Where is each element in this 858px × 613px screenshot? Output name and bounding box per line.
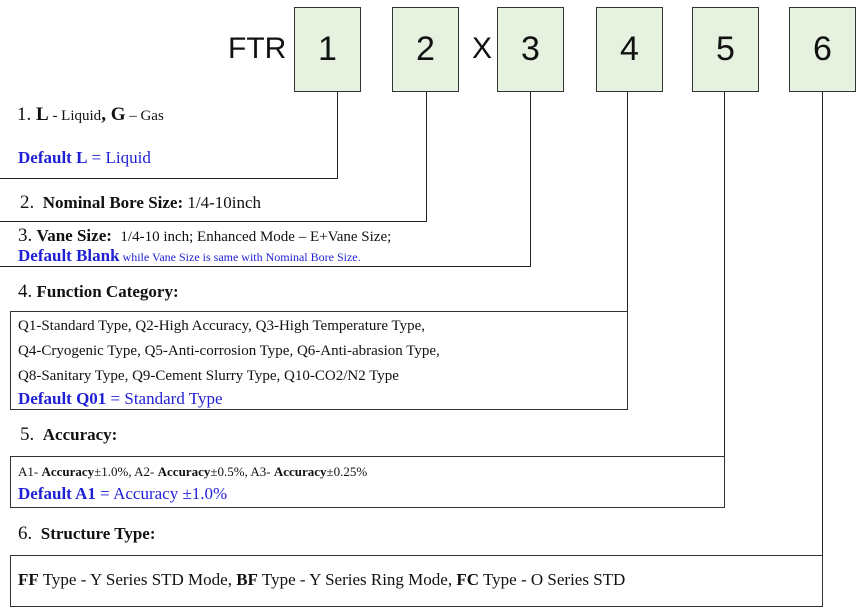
- section-1-liquid-text: - Liquid: [48, 108, 102, 124]
- structure-fc-type: Type -: [479, 570, 531, 589]
- section-2-heading: 2. Nominal Bore Size: 1/4-10inch: [20, 193, 261, 213]
- section-4-heading: 4. Function Category:: [18, 282, 179, 302]
- section-3-default-text: while Vane Size is same with Nominal Bor…: [119, 250, 361, 264]
- section-5-options: A1- Accuracy±1.0%, A2- Accuracy±0.5%, A3…: [18, 462, 367, 482]
- section-5-heading: 5. Accuracy:: [20, 425, 117, 445]
- section-4-default-label: Default Q01: [18, 389, 107, 408]
- section-1-default-label: Default L: [18, 148, 88, 167]
- section-4-default-text: = Standard Type: [106, 389, 223, 408]
- code-box-4: 4: [596, 7, 663, 92]
- accuracy-a2-word: Accuracy: [157, 464, 211, 479]
- accuracy-a1-code: A1-: [18, 464, 42, 479]
- section-6-types: FF Type - Y Series STD Mode, BF Type - Y…: [18, 570, 625, 590]
- connector-5: [724, 92, 725, 456]
- section-1-default-text: = Liquid: [87, 148, 151, 167]
- accuracy-a2-value: ±0.5%,: [210, 464, 251, 479]
- structure-bf-desc: Y Series Ring Mode,: [309, 570, 457, 589]
- section-6-title: Structure Type:: [40, 524, 156, 543]
- section-5-default-label: Default A1: [18, 484, 96, 503]
- accuracy-a3-word: Accuracy: [273, 464, 327, 479]
- section-1-default: Default L = Liquid: [18, 148, 151, 168]
- structure-bf-type: Type -: [257, 570, 310, 589]
- section-2-value: 1/4-10inch: [183, 193, 262, 212]
- connector-4: [627, 92, 628, 311]
- section-5-title: Accuracy:: [42, 425, 118, 444]
- accuracy-a3-value: ±0.25%: [326, 464, 368, 479]
- section-5-box: [10, 456, 725, 508]
- accuracy-a1-word: Accuracy: [41, 464, 95, 479]
- section-5-default: Default A1 = Accuracy ±1.0%: [18, 484, 227, 504]
- connector-2-h: [0, 221, 427, 222]
- section-1-liquid-code: L: [36, 104, 49, 125]
- section-4-box: [10, 311, 628, 410]
- code-box-1: 1: [294, 7, 361, 92]
- model-prefix: FTR: [228, 32, 287, 65]
- connector-3: [530, 92, 531, 266]
- section-3-number: 3.: [18, 225, 33, 246]
- connector-3-h: [0, 266, 531, 267]
- section-3-heading: 3. Vane Size: 1/4-10 inch; Enhanced Mode…: [18, 226, 391, 247]
- section-4-default: Default Q01 = Standard Type: [18, 389, 223, 409]
- section-4-title: Function Category:: [36, 282, 179, 301]
- code-box-6: 6: [789, 7, 856, 92]
- section-1-number: 1.: [17, 104, 32, 125]
- code-box-3: 3: [497, 7, 564, 92]
- connector-1: [337, 92, 338, 178]
- section-6-box: [10, 555, 823, 607]
- section-4-line-2: Q4-Cryogenic Type, Q5-Anti-corrosion Typ…: [18, 343, 440, 359]
- structure-ff-code: FF: [18, 570, 39, 589]
- structure-ff-type: Type -: [38, 570, 90, 589]
- section-4-number: 4.: [18, 281, 33, 302]
- section-1-gas-text: – Gas: [125, 108, 164, 124]
- connector-2: [426, 92, 427, 221]
- structure-fc-code: FC: [456, 570, 480, 589]
- section-4-line-3: Q8-Sanitary Type, Q9-Cement Slurry Type,…: [18, 368, 399, 384]
- code-box-5: 5: [692, 7, 759, 92]
- accuracy-a3-code: A3-: [250, 464, 274, 479]
- section-1-gas-code: , G: [101, 104, 126, 125]
- structure-ff-desc: Y Series STD Mode,: [90, 570, 237, 589]
- section-5-default-text: = Accuracy ±1.0%: [95, 484, 228, 503]
- section-5-number: 5.: [20, 424, 35, 445]
- section-6-heading: 6. Structure Type:: [18, 524, 156, 544]
- section-1-heading: 1. L - Liquid, G – Gas: [17, 105, 164, 126]
- connector-1-h: [0, 178, 338, 179]
- section-2-number: 2.: [20, 192, 35, 213]
- section-4-line-1: Q1-Standard Type, Q2-High Accuracy, Q3-H…: [18, 318, 426, 334]
- accuracy-a1-value: ±1.0%,: [94, 464, 135, 479]
- code-box-2: 2: [392, 7, 459, 92]
- section-3-value: 1/4-10 inch; Enhanced Mode – E+Vane Size…: [120, 229, 392, 245]
- structure-fc-desc: O Series STD: [530, 570, 626, 589]
- structure-bf-code: BF: [236, 570, 258, 589]
- section-3-default: Default Blank while Vane Size is same wi…: [18, 246, 361, 267]
- section-2-title: Nominal Bore Size:: [42, 193, 184, 212]
- accuracy-a2-code: A2-: [134, 464, 158, 479]
- section-3-default-label: Default Blank: [18, 246, 120, 265]
- connector-6: [822, 92, 823, 556]
- section-6-number: 6.: [18, 523, 33, 544]
- section-3-title: Vane Size:: [36, 226, 112, 245]
- code-separator: X: [472, 32, 493, 65]
